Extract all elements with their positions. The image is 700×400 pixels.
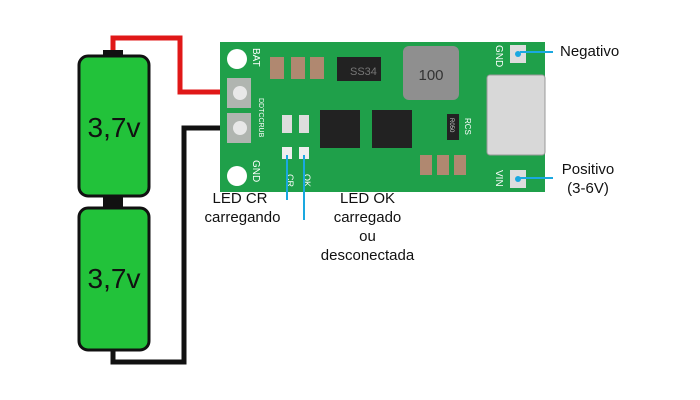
led-cr-label: LED CR — [212, 190, 268, 207]
battery-top-label: 3,7v — [88, 112, 141, 143]
cr-label: CR — [285, 174, 295, 187]
negative-wire — [110, 125, 240, 365]
positivo-range-label: (3-6V) — [567, 180, 609, 197]
positive-wire — [110, 35, 240, 95]
inductor-label: 100 — [418, 67, 443, 84]
resistor-label: R050 — [448, 118, 454, 133]
vin-label: VIN — [493, 170, 504, 187]
battery-top: 3,7v — [77, 50, 151, 198]
diode-label: SS34 — [350, 66, 377, 78]
ddtccrub-label: DDTCCRUB — [257, 98, 264, 138]
led-cr-desc: carregando — [204, 209, 281, 226]
led-ok-desc2: ou — [359, 228, 376, 245]
led-ok-label: LED OK — [339, 190, 396, 207]
led-ok-desc1: carregado — [333, 209, 402, 226]
battery-bottom: 3,7v — [77, 206, 151, 352]
gnd-left-label: GND — [250, 160, 261, 182]
positivo-label: Positivo — [561, 161, 615, 178]
battery-bottom-label: 3,7v — [88, 263, 141, 294]
rcs-label: RCS — [463, 118, 472, 135]
bat-label: BAT — [250, 48, 261, 67]
ok-label: OK — [302, 174, 312, 187]
gnd-right-label: GND — [493, 45, 504, 67]
charger-board: BAT DDTCCRUB GND SS34 100 GND VIN RCS R0… — [220, 42, 546, 192]
led-ok-desc3: desconectada — [320, 247, 415, 264]
negativo-label: Negativo — [560, 43, 620, 60]
